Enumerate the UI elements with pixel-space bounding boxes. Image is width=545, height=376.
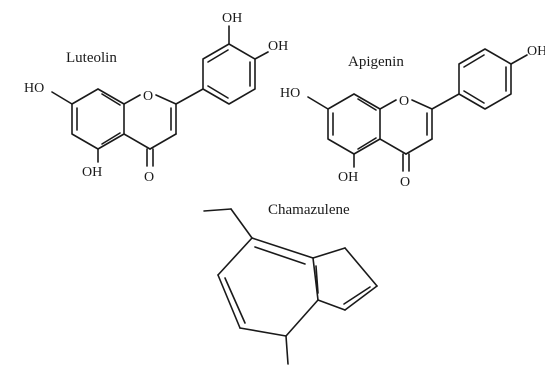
apigenin-carbonyl-oxygen: O (400, 175, 410, 190)
luteolin-ring-b (202, 43, 256, 105)
apigenin-ring-b (458, 48, 512, 110)
apigenin-oh-5: OH (338, 170, 358, 185)
chamazulene-ring-5 (312, 247, 346, 259)
luteolin-oh-7: HO (24, 81, 44, 96)
apigenin-label: Apigenin (348, 54, 404, 70)
luteolin-ring-oxygen: O (143, 89, 153, 104)
luteolin-oh-4prime: OH (268, 39, 288, 54)
apigenin-oh-7: HO (280, 86, 300, 101)
luteolin-label: Luteolin (66, 50, 117, 66)
chamazulene-label: Chamazulene (268, 202, 350, 218)
apigenin-ring-a (327, 93, 381, 155)
apigenin-structure: Apigenin O O OH HO OH (280, 44, 545, 190)
apigenin-oh-4prime: OH (527, 44, 545, 59)
apigenin-ring-oxygen: O (399, 94, 409, 109)
chamazulene-ring-7 (217, 237, 253, 276)
luteolin-carbonyl-oxygen: O (144, 170, 154, 185)
luteolin-ring-a (71, 88, 125, 150)
luteolin-oh-3prime: OH (222, 11, 242, 26)
luteolin-structure: Luteolin O O OH OH HO OH (24, 11, 288, 185)
chamazulene-structure: Chamazulene (203, 202, 378, 365)
luteolin-oh-5: OH (82, 165, 102, 180)
